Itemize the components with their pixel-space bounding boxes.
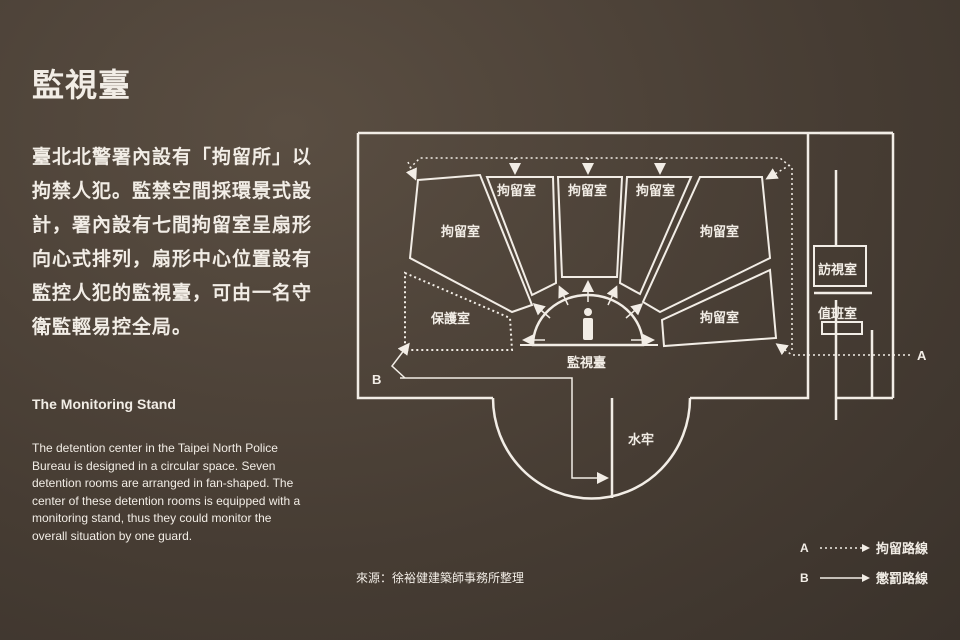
label-cell-fan-3: 拘留室 [636,183,675,199]
protection-room [404,271,514,351]
legend-label-a: 拘留路線 [876,542,929,557]
left-panel: 監視臺 臺北北警署內設有「拘留所」以拘禁人犯。監禁空間採環景式設計，署內設有七間… [32,50,322,344]
dotted-arrow-icon [820,543,870,552]
english-title: The Monitoring Stand [32,396,176,412]
cell-right-upper [641,176,772,314]
legend-route-a: A 拘留路線 [800,538,950,558]
label-cell-left: 拘留室 [441,224,480,240]
label-protection-room: 保護室 [430,311,470,327]
legend-key-a: A [800,540,809,555]
cell-fan-3 [618,176,693,296]
cell-left-upper [408,173,534,314]
label-cell-right-lower: 拘留室 [700,310,739,326]
english-description: The detention center in the Taipei North… [32,441,301,543]
label-cell-right-upper: 拘留室 [700,224,739,240]
label-cell-fan-1: 拘留室 [497,183,536,199]
cell-fan-1 [485,176,558,297]
label-water-cell: 水牢 [628,432,654,448]
route-b-to-water [400,377,609,484]
cell-fan-2 [556,176,624,278]
solid-arrow-icon [820,573,870,582]
water-cell-wall [491,397,692,500]
monitoring-stand [531,293,645,347]
page-title: 監視臺 [32,66,132,104]
route-b-to-protection [390,342,410,379]
route-a-path [775,343,910,356]
guard-figure [583,308,593,340]
right-annex-wall [820,131,895,420]
legend-key-b: B [800,570,809,585]
label-monitoring-stand: 監視臺 [567,355,606,371]
chinese-description: 臺北北警署內設有「拘留所」以拘禁人犯。監禁空間採環景式設計，署內設有七間拘留室呈… [32,146,313,338]
outer-wall [356,131,893,400]
duty-room-box [821,321,863,335]
route-b-marker: B [372,372,381,387]
source-credit: 來源：徐裕健建築師事務所整理 [356,571,525,585]
cell-right-lower [660,268,778,348]
route-a-marker: A [917,348,927,363]
visit-room-box [813,245,867,287]
label-cell-fan-2: 拘留室 [568,183,607,199]
legend-route-b: B 懲罰路線 [800,568,950,588]
label-duty-room: 值班室 [818,306,857,322]
legend-label-b: 懲罰路線 [876,572,929,587]
label-visit-room: 訪視室 [818,262,857,278]
